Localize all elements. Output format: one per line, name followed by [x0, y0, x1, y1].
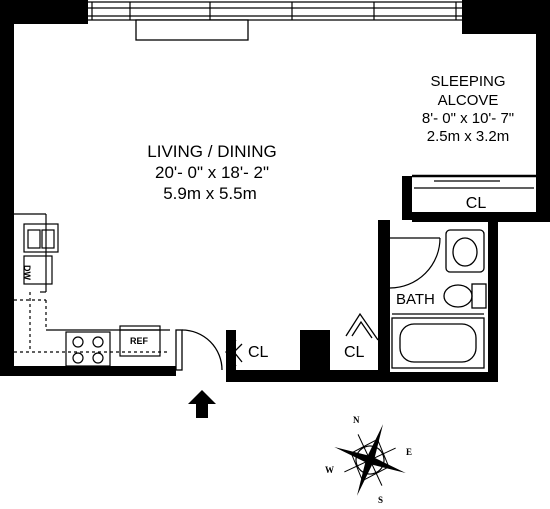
entry-closet-right-label: CL: [344, 344, 365, 361]
alcove-dim-imperial: 8'- 0" x 10'- 7": [421, 110, 515, 127]
bath-label: BATH: [396, 291, 435, 308]
entry-arrow: [188, 390, 216, 418]
alcove-name-line2: ALCOVE: [437, 92, 499, 109]
compass-west: W: [325, 465, 334, 475]
toilet: [443, 283, 487, 309]
compass-rose-icon: [334, 424, 406, 496]
entry-door: [175, 329, 223, 371]
living-room-dim-metric: 5.9m x 5.5m: [163, 184, 257, 203]
entry-closet-left-label: CL: [248, 344, 269, 361]
compass-north: N: [353, 415, 360, 425]
exterior-walls: [0, 0, 550, 382]
dishwasher-label: DW: [22, 265, 32, 280]
bath-door: [389, 237, 441, 289]
alcove-closet-label: CL: [465, 195, 487, 212]
compass-east: E: [406, 447, 413, 457]
bathtub: [391, 313, 485, 369]
living-room-dim-imperial: 20'- 0" x 18'- 2": [154, 163, 270, 182]
alcove-dim-metric: 2.5m x 3.2m: [426, 128, 510, 145]
bath-sink: [445, 229, 485, 273]
right-closet-door: [345, 312, 379, 341]
left-closet-door: [225, 339, 243, 367]
living-room-name: LIVING / DINING: [147, 142, 277, 161]
window-top: [88, 1, 462, 21]
alcove-closet: [412, 174, 536, 189]
radiator: [135, 19, 249, 41]
alcove-name-line1: SLEEPING: [430, 73, 506, 90]
compass-south: S: [378, 495, 384, 505]
kitchen: [14, 213, 170, 367]
refrigerator-label: REF: [130, 336, 148, 346]
